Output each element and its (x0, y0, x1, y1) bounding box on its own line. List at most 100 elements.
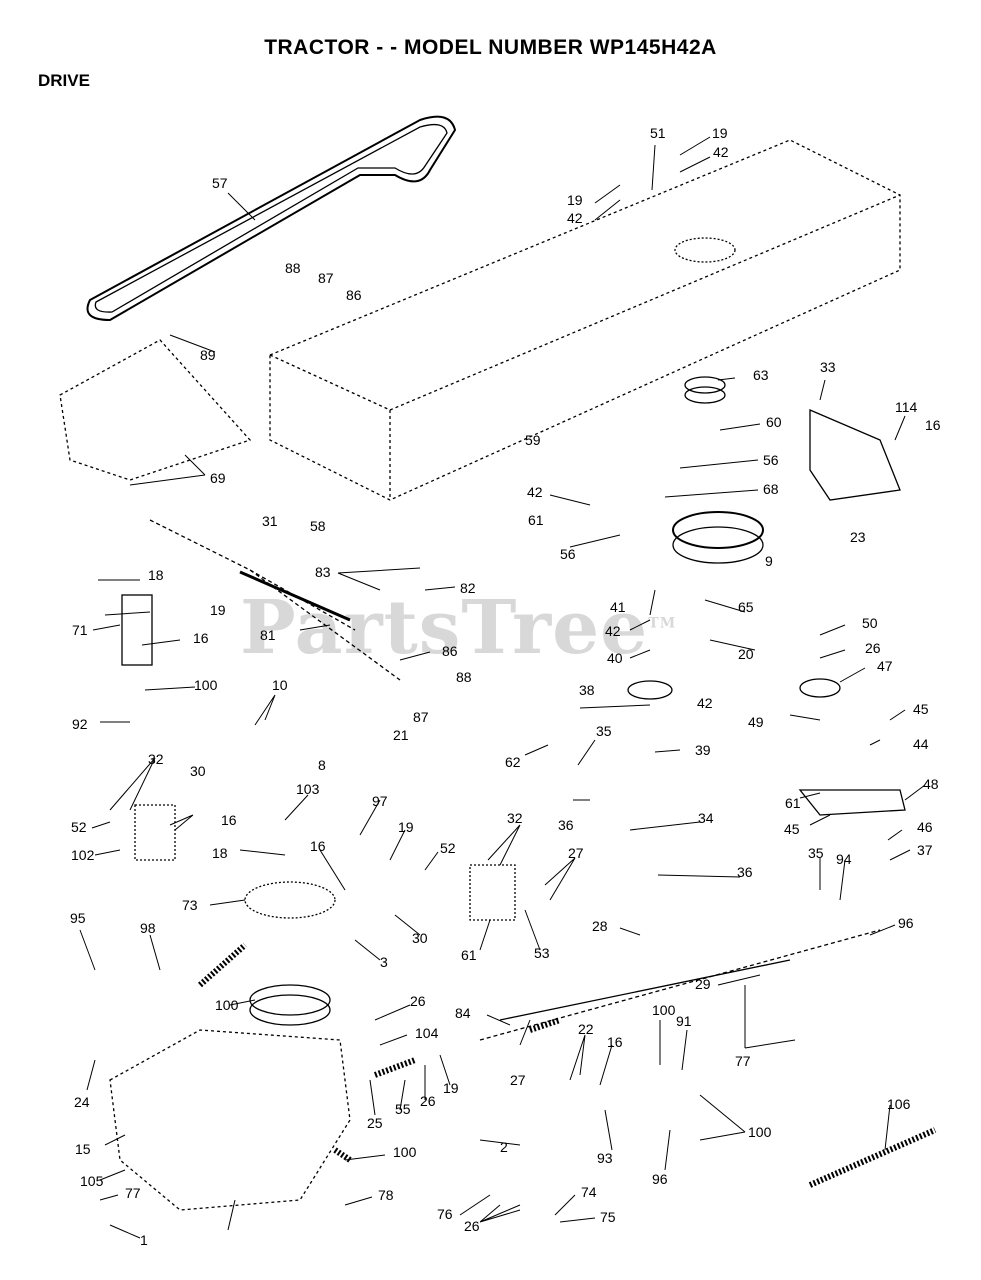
part-callout-26: 26 (410, 993, 426, 1009)
transaxle-1 (109, 1029, 351, 1211)
part-callout-52: 52 (71, 819, 87, 835)
part-callout-16: 16 (221, 812, 237, 828)
part-callout-15: 15 (75, 1141, 91, 1157)
part-callout-57: 57 (212, 175, 228, 191)
part-callout-34: 34 (698, 810, 714, 826)
part-callout-32: 32 (148, 751, 164, 767)
part-callout-94: 94 (836, 851, 852, 867)
section-heading: DRIVE (38, 71, 90, 90)
part-callout-100: 100 (215, 997, 239, 1013)
clutch-9 (672, 511, 764, 549)
part-callout-83: 83 (315, 564, 331, 580)
part-callout-91: 91 (676, 1013, 692, 1029)
watermark-tm: TM (648, 615, 677, 632)
spring-25 (373, 1057, 417, 1078)
part-callout-42: 42 (527, 484, 543, 500)
part-callout-77: 77 (125, 1185, 141, 1201)
part-callout-27: 27 (568, 845, 584, 861)
part-callout-102: 102 (71, 847, 95, 863)
pulley-63 (684, 376, 726, 394)
idler-arm-48 (798, 789, 906, 816)
part-callout-39: 39 (695, 742, 711, 758)
part-callout-19: 19 (712, 125, 728, 141)
part-callout-48: 48 (923, 776, 939, 792)
part-callout-61: 61 (785, 795, 801, 811)
part-callout-86: 86 (442, 643, 458, 659)
part-callout-100: 100 (652, 1002, 676, 1018)
part-callout-42: 42 (567, 210, 583, 226)
part-callout-82: 82 (460, 580, 476, 596)
part-callout-105: 105 (80, 1173, 104, 1189)
part-callout-28: 28 (592, 918, 608, 934)
part-callout-95: 95 (70, 910, 86, 926)
part-callout-46: 46 (917, 819, 933, 835)
part-callout-2: 2 (500, 1139, 508, 1155)
part-callout-97: 97 (372, 793, 388, 809)
page-title: TRACTOR - - MODEL NUMBER WP145H42A (264, 36, 717, 59)
part-callout-21: 21 (393, 727, 409, 743)
watermark-text: PartsTree (240, 585, 649, 671)
part-callout-96: 96 (898, 915, 914, 931)
drive-belt (86, 115, 457, 322)
part-callout-30: 30 (190, 763, 206, 779)
part-callout-32: 32 (507, 810, 523, 826)
tractor-frame (269, 139, 901, 501)
part-callout-89: 89 (200, 347, 216, 363)
part-callout-27: 27 (510, 1072, 526, 1088)
part-callout-3: 3 (380, 954, 388, 970)
part-callout-59: 59 (525, 432, 541, 448)
part-callout-42: 42 (605, 623, 621, 639)
spring-2 (333, 1147, 352, 1163)
part-callout-69: 69 (210, 470, 226, 486)
part-callout-16: 16 (607, 1034, 623, 1050)
part-callout-23: 23 (850, 529, 866, 545)
part-callout-61: 61 (528, 512, 544, 528)
part-callout-19: 19 (443, 1080, 459, 1096)
spring-55 (808, 1127, 937, 1188)
part-callout-33: 33 (820, 359, 836, 375)
part-callout-19: 19 (210, 602, 226, 618)
part-callout-58: 58 (310, 518, 326, 534)
part-callout-103: 103 (296, 781, 320, 797)
part-callout-81: 81 (260, 627, 276, 643)
part-callout-36: 36 (558, 817, 574, 833)
part-callout-52: 52 (440, 840, 456, 856)
part-callout-86: 86 (346, 287, 362, 303)
part-callout-60: 60 (766, 414, 782, 430)
part-callout-92: 92 (72, 716, 88, 732)
part-callout-19: 19 (398, 819, 414, 835)
part-callout-87: 87 (318, 270, 334, 286)
part-callout-114: 114 (895, 399, 918, 415)
part-callout-26: 26 (464, 1218, 480, 1234)
part-callout-18: 18 (212, 845, 228, 861)
part-callout-88: 88 (456, 669, 472, 685)
part-callout-50: 50 (862, 615, 878, 631)
part-callout-45: 45 (913, 701, 929, 717)
part-callout-65: 65 (738, 599, 754, 615)
part-callout-100: 100 (748, 1124, 772, 1140)
part-callout-10: 10 (272, 677, 288, 693)
bracket-30-mid (469, 864, 516, 921)
spring-22 (529, 1017, 561, 1033)
part-callout-104: 104 (415, 1025, 439, 1041)
drive-shaft (149, 519, 401, 681)
part-callout-75: 75 (600, 1209, 616, 1225)
part-callout-16: 16 (193, 630, 209, 646)
pulley-94 (244, 881, 336, 919)
part-callout-37: 37 (917, 842, 933, 858)
part-callout-8: 8 (318, 757, 326, 773)
part-callout-62: 62 (505, 754, 521, 770)
part-callout-29: 29 (695, 976, 711, 992)
part-callout-74: 74 (581, 1184, 597, 1200)
part-callout-78: 78 (378, 1187, 394, 1203)
part-callout-63: 63 (753, 367, 769, 383)
part-callout-1: 1 (140, 1232, 148, 1248)
bracket-23 (809, 409, 901, 501)
part-callout-98: 98 (140, 920, 156, 936)
part-callout-100: 100 (194, 677, 218, 693)
part-callout-73: 73 (182, 897, 198, 913)
pulley-3 (249, 984, 331, 1016)
part-callout-55: 55 (395, 1101, 411, 1117)
part-callout-71: 71 (72, 622, 88, 638)
